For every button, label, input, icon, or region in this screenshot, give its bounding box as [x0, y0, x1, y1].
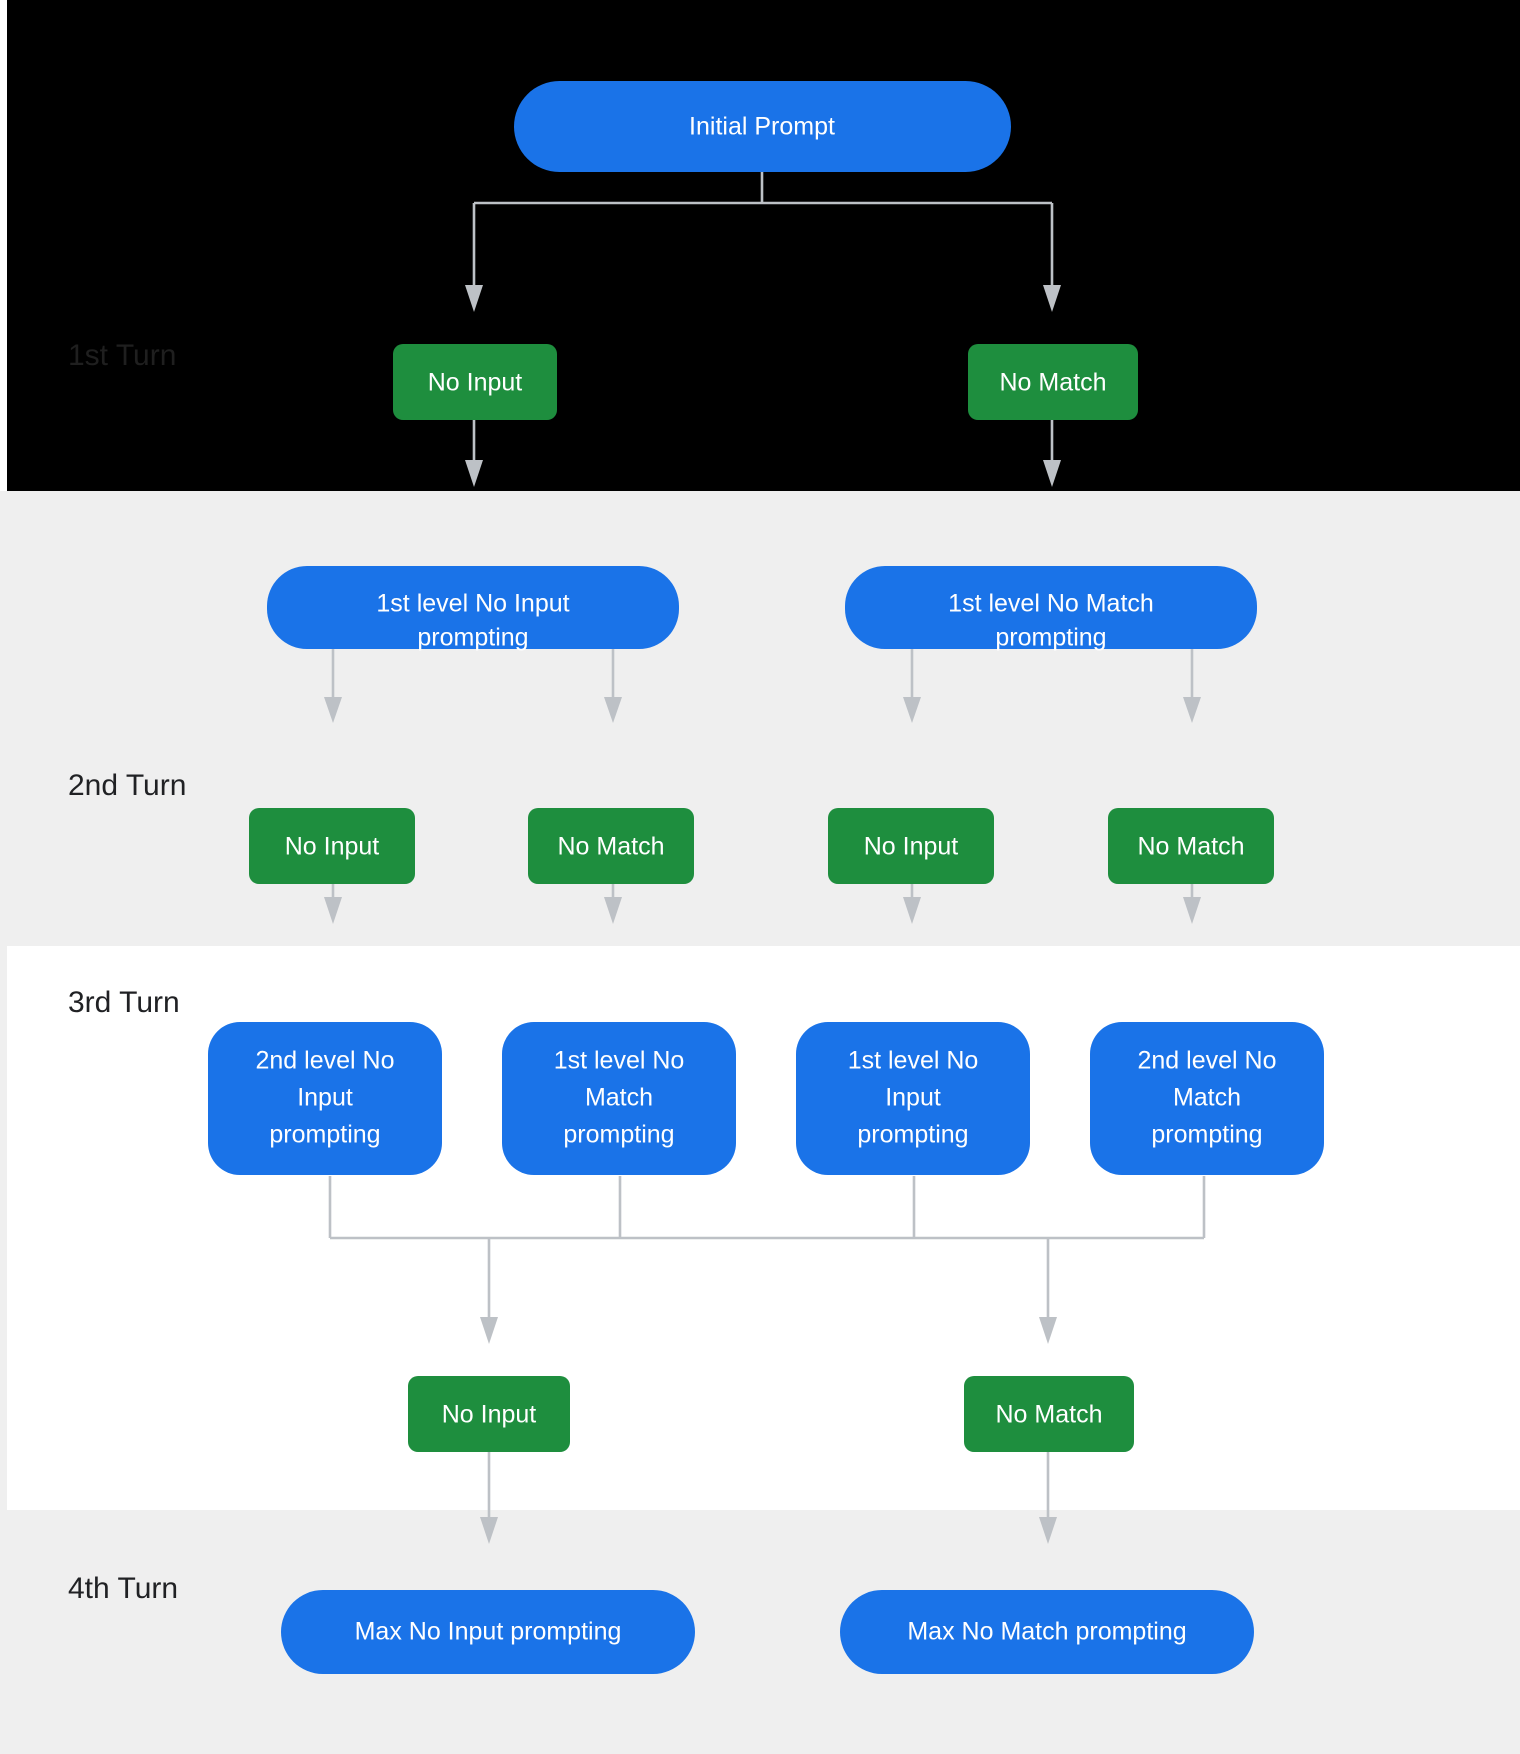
node-lvl1-no-input-prompting-line1: 1st level No Input [376, 590, 569, 618]
node-lvl1-no-input-prompting-b-line1: 1st level No [848, 1047, 979, 1075]
arrowhead-to-turn2-no-input-b [903, 697, 921, 723]
node-turn3-no-input-label: No Input [442, 1401, 537, 1429]
node-initial-prompt[interactable]: Initial Prompt [514, 81, 1011, 172]
node-lvl2-no-match-prompting-line3: prompting [1151, 1121, 1262, 1149]
node-turn2-no-match-a[interactable]: No Match [528, 808, 694, 884]
arrowhead-to-turn2-no-match-a [604, 697, 622, 723]
band-fill-turn-2 [0, 491, 1520, 946]
arrowhead-to-turn3-no-input [480, 1317, 498, 1344]
band-label-turn-4: 4th Turn [68, 1572, 178, 1605]
node-lvl1-no-input-prompting-b-line2: Input [885, 1084, 941, 1112]
node-turn2-no-input-a-label: No Input [285, 833, 380, 861]
arrowhead-to-max-no-match [1039, 1517, 1057, 1544]
node-lvl1-no-match-prompting-line2: prompting [995, 624, 1106, 652]
node-lvl2-no-input-prompting-line3: prompting [269, 1121, 380, 1149]
node-lvl2-no-input-prompting[interactable]: 2nd level No Input prompting [208, 1022, 442, 1175]
node-lvl1-no-input-prompting-b[interactable]: 1st level No Input prompting [796, 1022, 1030, 1175]
node-turn1-no-match[interactable]: No Match [968, 344, 1138, 420]
node-turn3-no-input[interactable]: No Input [408, 1376, 570, 1452]
node-turn3-no-match[interactable]: No Match [964, 1376, 1134, 1452]
band-label-turn-1: 1st Turn [68, 339, 176, 372]
node-lvl2-no-match-prompting-line1: 2nd level No [1138, 1047, 1277, 1075]
node-max-no-match-prompting[interactable]: Max No Match prompting [840, 1590, 1254, 1674]
band-label-turn-3: 3rd Turn [68, 986, 180, 1019]
band-label-turn-2: 2nd Turn [68, 769, 186, 802]
node-initial-prompt-label: Initial Prompt [689, 113, 835, 141]
node-lvl1-no-match-prompting-b[interactable]: 1st level No Match prompting [502, 1022, 736, 1175]
node-lvl1-no-match-prompting-line1: 1st level No Match [948, 590, 1154, 618]
node-max-no-input-prompting[interactable]: Max No Input prompting [281, 1590, 695, 1674]
node-max-no-input-prompting-label: Max No Input prompting [355, 1618, 622, 1646]
arrowhead-to-lvl2-no-match [1183, 897, 1201, 924]
node-lvl1-no-match-prompting[interactable]: 1st level No Match prompting [845, 566, 1257, 652]
arrowhead-to-lvl1-no-match-b [604, 897, 622, 924]
node-turn1-no-input[interactable]: No Input [393, 344, 557, 420]
arrowhead-to-max-no-input [480, 1517, 498, 1544]
node-max-no-match-prompting-label: Max No Match prompting [907, 1618, 1186, 1646]
arrowhead-to-turn1-no-match [1043, 285, 1061, 312]
node-lvl2-no-match-prompting-line2: Match [1173, 1084, 1241, 1112]
node-turn2-no-input-b[interactable]: No Input [828, 808, 994, 884]
node-turn1-no-match-label: No Match [1000, 369, 1107, 397]
node-turn2-no-input-a[interactable]: No Input [249, 808, 415, 884]
node-turn2-no-input-b-label: No Input [864, 833, 959, 861]
arrowhead-to-turn2-no-match-b [1183, 697, 1201, 723]
arrowhead-to-turn3-no-match [1039, 1317, 1057, 1344]
node-lvl1-no-match-prompting-b-line1: 1st level No [554, 1047, 685, 1075]
node-lvl1-no-input-prompting[interactable]: 1st level No Input prompting [267, 566, 679, 652]
node-turn1-no-input-label: No Input [428, 369, 523, 397]
node-lvl1-no-match-prompting-b-line2: Match [585, 1084, 653, 1112]
node-lvl2-no-input-prompting-line2: Input [297, 1084, 353, 1112]
node-lvl2-no-match-prompting[interactable]: 2nd level No Match prompting [1090, 1022, 1324, 1175]
left-margin-strip [0, 491, 7, 1754]
node-turn2-no-match-a-label: No Match [558, 833, 665, 861]
arrowhead-to-lvl1-no-input [465, 460, 483, 487]
node-turn2-no-match-b[interactable]: No Match [1108, 808, 1274, 884]
band-fill-turn-1 [7, 0, 1520, 491]
arrowhead-to-turn2-no-input-a [324, 697, 342, 723]
arrowhead-to-lvl1-no-input-b [903, 897, 921, 924]
node-lvl1-no-input-prompting-line2: prompting [417, 624, 528, 652]
node-turn2-no-match-b-label: No Match [1138, 833, 1245, 861]
arrowhead-to-turn1-no-input [465, 285, 483, 312]
arrowhead-to-lvl1-no-match [1043, 460, 1061, 487]
band-fill-turn-4 [0, 1510, 1520, 1754]
arrowhead-to-lvl2-no-input [324, 897, 342, 924]
connectors [324, 148, 1206, 1544]
node-lvl1-no-input-prompting-b-line3: prompting [857, 1121, 968, 1149]
band-labels: 1st Turn 2nd Turn 3rd Turn 4th Turn [68, 339, 186, 1605]
node-lvl2-no-input-prompting-line1: 2nd level No [256, 1047, 395, 1075]
node-lvl1-no-match-prompting-b-line3: prompting [563, 1121, 674, 1149]
node-turn3-no-match-label: No Match [996, 1401, 1103, 1429]
